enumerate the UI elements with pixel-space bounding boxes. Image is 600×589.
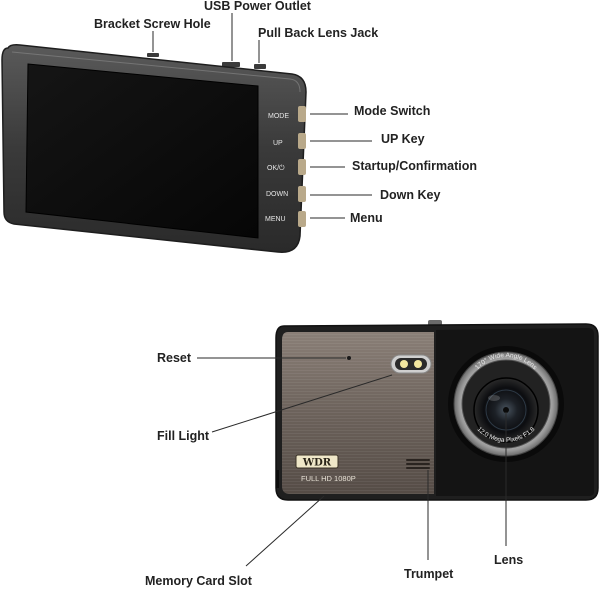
up-physical-button[interactable] — [298, 133, 306, 149]
side-buttons — [298, 106, 306, 227]
label-up-key: UP Key — [381, 132, 425, 146]
mode-button-label: MODE — [268, 113, 289, 120]
label-trumpet: Trumpet — [404, 567, 454, 581]
fill-light — [390, 354, 432, 374]
top-dashcam-rear: MODE UP OK/⏻ DOWN MENU — [1, 44, 307, 253]
label-fill-light: Fill Light — [157, 429, 210, 443]
full-hd-badge: FULL HD 1080P — [301, 474, 356, 483]
label-reset: Reset — [157, 351, 192, 365]
top-leader-lines — [152, 13, 372, 219]
down-physical-button[interactable] — [298, 186, 306, 202]
label-startup-confirmation: Startup/Confirmation — [352, 159, 477, 173]
wdr-badge: WDR — [302, 458, 332, 469]
memory-card-slot — [276, 470, 279, 488]
ok-physical-button[interactable] — [298, 159, 306, 175]
label-lens: Lens — [494, 553, 523, 567]
wdr-badge-box — [295, 454, 339, 469]
mode-physical-button[interactable] — [298, 106, 306, 122]
lcd-screen — [25, 63, 259, 239]
menu-button-label: MENU — [265, 216, 286, 223]
usb-power-port — [222, 62, 240, 67]
menu-physical-button[interactable] — [298, 211, 306, 227]
label-pull-back-lens-jack: Pull Back Lens Jack — [258, 26, 378, 40]
label-bracket-screw-hole: Bracket Screw Hole — [94, 17, 211, 31]
label-mode-switch: Mode Switch — [354, 104, 430, 118]
up-button-label: UP — [273, 140, 283, 147]
pull-back-lens-port — [254, 64, 266, 69]
down-button-label: DOWN — [266, 191, 288, 198]
bottom-dashcam-front: WDR FULL HD 1080P 170° Wide Angle Lens 1… — [275, 320, 599, 501]
reset-hole[interactable] — [347, 356, 351, 360]
ok-button-label: OK/⏻ — [267, 164, 285, 172]
bracket-screw-hole — [147, 53, 159, 57]
bottom-leader-lines — [197, 357, 507, 567]
label-usb-power-outlet: USB Power Outlet — [204, 0, 312, 13]
label-down-key: Down Key — [380, 188, 440, 202]
label-memory-card-slot: Memory Card Slot — [145, 574, 253, 588]
speaker-grille — [406, 459, 430, 469]
label-menu: Menu — [350, 211, 383, 225]
